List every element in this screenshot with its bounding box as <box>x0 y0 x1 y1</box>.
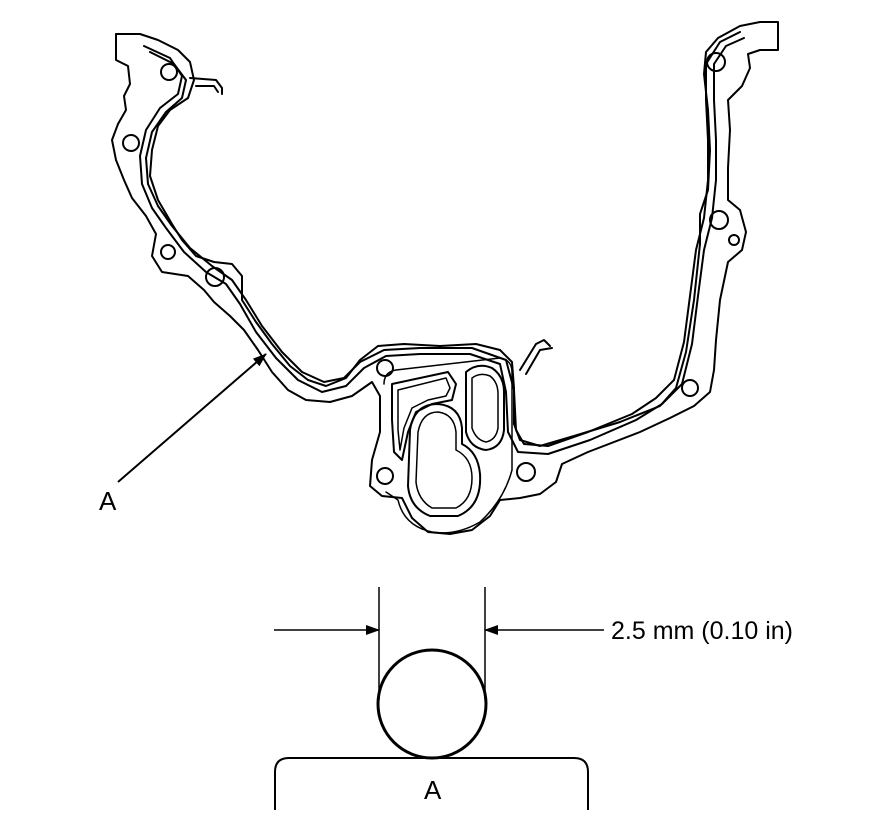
mating-surface-block <box>274 757 589 810</box>
bolt-hole <box>728 234 740 246</box>
bolt-hole <box>160 63 178 81</box>
bolt-hole <box>122 134 140 152</box>
bolt-hole <box>709 210 729 230</box>
bead-detail <box>274 587 604 810</box>
seal-groove-outer <box>139 37 745 455</box>
bolt-hole <box>376 467 394 485</box>
housing-opening-center-inner <box>415 411 473 509</box>
bolt-hole <box>516 462 536 482</box>
cover-gasket <box>111 21 779 535</box>
bolt-hole <box>376 359 394 377</box>
bead-dimension-label: 2.5 mm (0.10 in) <box>611 617 793 645</box>
housing-opening-left <box>391 371 457 461</box>
bolt-hole <box>706 52 726 72</box>
callout-a-label: A <box>99 486 117 516</box>
detail-a-label: A <box>424 775 442 805</box>
housing-opening-center <box>407 403 482 517</box>
gasket-tab-left <box>189 77 223 95</box>
housing-opening-right <box>465 364 505 451</box>
housing-opening-right-inner <box>471 373 499 443</box>
housing-opening-left-inner <box>397 377 451 451</box>
sealant-bead-circle <box>376 648 488 760</box>
bolt-hole <box>205 267 225 287</box>
gasket-outer-outline <box>115 21 761 447</box>
callout-a-leader <box>117 353 267 483</box>
gasket-tab-center <box>519 339 553 375</box>
bolt-hole <box>681 379 699 397</box>
bolt-hole <box>160 244 176 260</box>
seal-groove-inner <box>145 31 741 447</box>
gasket-inner-outline <box>111 21 779 535</box>
housing-rim <box>383 357 513 534</box>
